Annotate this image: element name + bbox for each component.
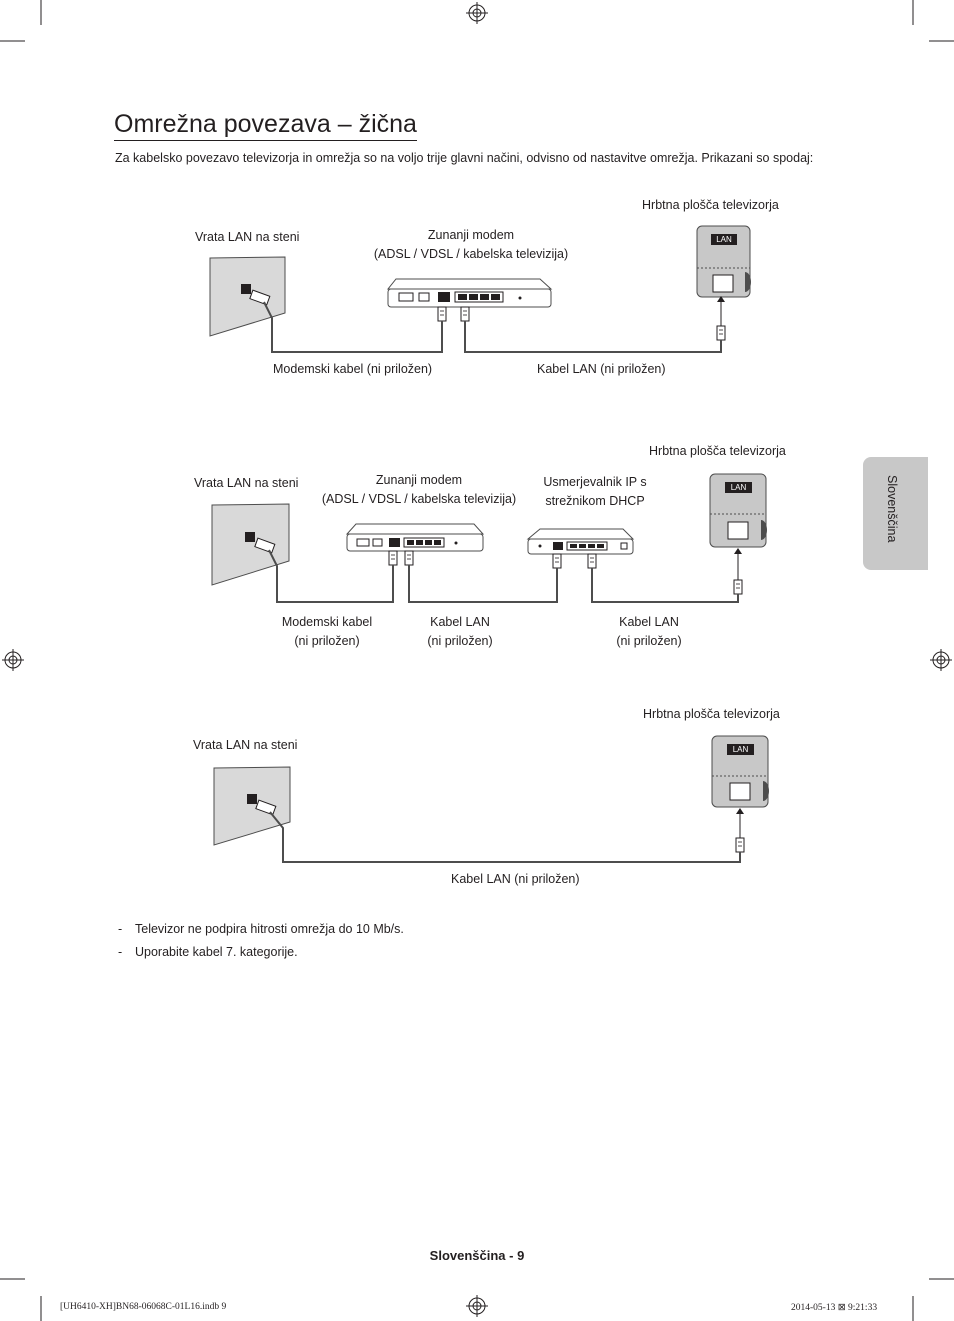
wall-lan-port-icon xyxy=(213,766,291,846)
file-info: [UH6410-XH]BN68-06068C-01L16.indb 9 xyxy=(60,1302,227,1312)
note-text: Uporabite kabel 7. kategorije. xyxy=(135,945,298,959)
modem-label: Zunanji modem (ADSL / VDSL / kabelska te… xyxy=(318,471,520,509)
ip-router-icon xyxy=(526,528,635,555)
modem-label-line2: (ADSL / VDSL / kabelska televizija) xyxy=(321,492,517,506)
print-date: 2014-05-13 ⊠ 9:21:33 xyxy=(791,1303,878,1313)
modem-label-line1: Zunanji modem xyxy=(375,473,463,487)
diagram1-graphic xyxy=(209,225,751,353)
router-label-line2: strežnikom DHCP xyxy=(545,494,645,508)
cable-label-line1: Kabel LAN xyxy=(619,615,679,629)
lan-cable-label: Kabel LAN (ni priložen) xyxy=(537,362,666,376)
cable-label-line2: (ni priložen) xyxy=(616,634,682,648)
registration-mark-top xyxy=(465,1,489,25)
tv-panel-label: Hrbtna plošča televizorja xyxy=(643,707,780,721)
note-text: Televizor ne podpira hitrosti omrežja do… xyxy=(135,922,404,936)
router-label: Usmerjevalnik IP s strežnikom DHCP xyxy=(535,473,655,511)
modem-cable-label: Modemski kabel (ni priložen) xyxy=(273,362,433,376)
diagram3-graphic xyxy=(213,735,769,863)
intro-text: Za kabelsko povezavo televizorja in omre… xyxy=(115,151,814,165)
tv-panel-label: Hrbtna plošča televizorja xyxy=(642,198,779,212)
lan-cable-label: Kabel LAN (ni priložen) xyxy=(415,613,505,651)
registration-mark-right xyxy=(929,648,953,672)
wall-lan-port-icon xyxy=(209,256,286,337)
modem-label-line2: (ADSL / VDSL / kabelska televizija) xyxy=(373,247,569,261)
note-dash: - xyxy=(118,945,123,959)
registration-mark-bottom xyxy=(465,1294,489,1318)
cable-label-line1: Kabel LAN xyxy=(430,615,490,629)
tv-back-panel-icon xyxy=(709,473,767,548)
wall-port-label: Vrata LAN na steni xyxy=(194,476,299,490)
registration-mark-left xyxy=(1,648,25,672)
tv-back-panel-icon xyxy=(711,735,769,808)
page-title: Omrežna povezava – žična xyxy=(114,110,417,141)
router-label-line1: Usmerjevalnik IP s xyxy=(543,475,647,489)
wall-port-label: Vrata LAN na steni xyxy=(195,230,300,244)
modem-label-line1: Zunanji modem xyxy=(427,228,515,242)
page-number: Slovenščina - 9 xyxy=(429,1248,525,1263)
external-modem-icon xyxy=(386,278,553,308)
cable-label-line1: Modemski kabel xyxy=(281,615,373,629)
lan-port-label: LAN xyxy=(716,235,732,244)
tv-back-panel-icon xyxy=(696,225,751,298)
language-side-tab: Slovenščina xyxy=(863,457,928,570)
lan-cable-label: Kabel LAN (ni priložen) xyxy=(451,872,580,886)
diagram2-graphic xyxy=(211,473,767,603)
cable-label-line2: (ni priložen) xyxy=(427,634,493,648)
lan-port-label: LAN xyxy=(732,745,749,754)
modem-label: Zunanji modem (ADSL / VDSL / kabelska te… xyxy=(370,226,572,264)
wall-port-label: Vrata LAN na steni xyxy=(193,738,298,752)
lan-cable-label: Kabel LAN (ni priložen) xyxy=(604,613,694,651)
note-item: -Televizor ne podpira hitrosti omrežja d… xyxy=(118,922,404,936)
tv-panel-label: Hrbtna plošča televizorja xyxy=(649,444,786,458)
cable-label-line2: (ni priložen) xyxy=(294,634,360,648)
wall-lan-port-icon xyxy=(211,503,290,586)
lan-port-label: LAN xyxy=(730,483,747,492)
external-modem-icon xyxy=(345,523,485,552)
note-item: -Uporabite kabel 7. kategorije. xyxy=(118,945,298,959)
side-tab-label: Slovenščina xyxy=(885,475,899,543)
note-dash: - xyxy=(118,922,123,936)
modem-cable-label: Modemski kabel (ni priložen) xyxy=(272,613,382,651)
